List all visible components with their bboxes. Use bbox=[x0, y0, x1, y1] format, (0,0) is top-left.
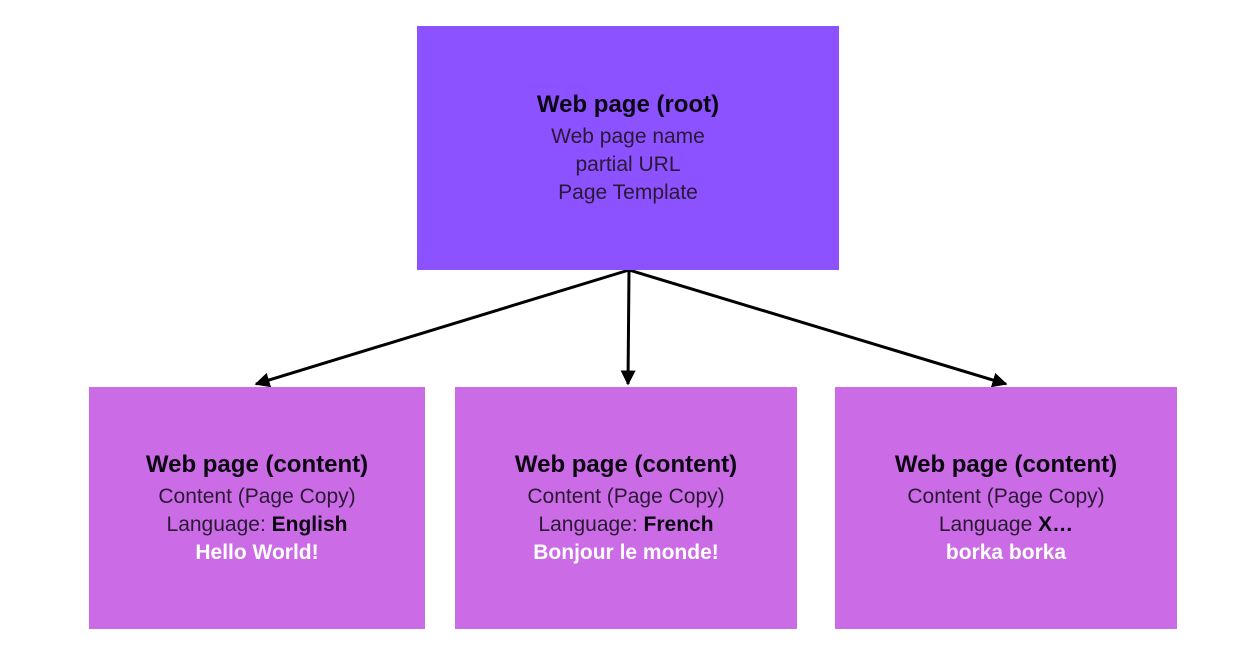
language-value: X… bbox=[1038, 512, 1074, 536]
child-subtitle: Content (Page Copy) bbox=[158, 484, 356, 508]
language-value: English bbox=[271, 512, 348, 536]
child-subtitle: Content (Page Copy) bbox=[907, 484, 1105, 508]
child-title: Web page (content) bbox=[894, 450, 1118, 478]
arrow-root-to-x bbox=[628, 268, 1008, 388]
node-web-page-content-english: Web page (content) Content (Page Copy) L… bbox=[89, 387, 425, 629]
node-web-page-content-french: Web page (content) Content (Page Copy) L… bbox=[455, 387, 797, 629]
child-title: Web page (content) bbox=[145, 450, 369, 478]
child-title: Web page (content) bbox=[514, 450, 738, 478]
node-web-page-content-x: Web page (content) Content (Page Copy) L… bbox=[835, 387, 1177, 629]
language-label: Language: bbox=[166, 512, 266, 536]
child-language-line: Language: French bbox=[538, 511, 713, 539]
child-content-text: Hello World! bbox=[195, 540, 319, 564]
arrow-root-to-french bbox=[620, 269, 636, 386]
child-language-line: Language X… bbox=[939, 511, 1073, 539]
language-value: French bbox=[643, 512, 714, 536]
child-subtitle: Content (Page Copy) bbox=[527, 484, 725, 508]
child-content-text: Bonjour le monde! bbox=[533, 540, 719, 564]
node-web-page-root: Web page (root) Web page name partial UR… bbox=[417, 26, 839, 270]
language-label: Language: bbox=[538, 512, 638, 536]
root-line-url: partial URL bbox=[575, 152, 681, 176]
language-label: Language bbox=[938, 512, 1033, 536]
child-language-line: Language: English bbox=[167, 511, 348, 539]
root-title: Web page (root) bbox=[536, 90, 720, 118]
root-line-template: Page Template bbox=[558, 180, 698, 204]
arrow-root-to-english bbox=[254, 268, 630, 388]
child-content-text: borka borka bbox=[945, 540, 1067, 564]
root-line-name: Web page name bbox=[551, 124, 705, 148]
